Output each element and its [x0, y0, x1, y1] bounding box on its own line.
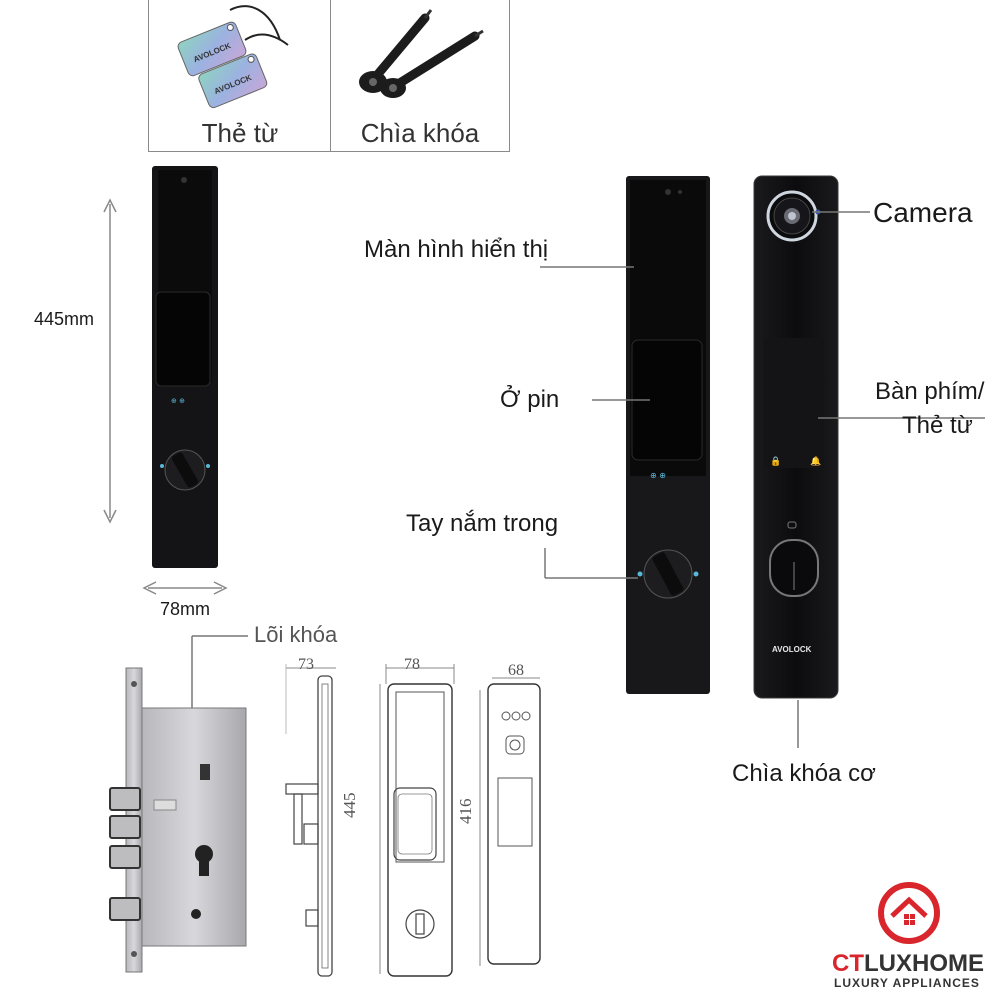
svg-text:🔔: 🔔 — [810, 456, 821, 467]
back-view-drawing — [479, 677, 541, 966]
svg-text:🔒: 🔒 — [770, 456, 781, 467]
front-panel-image: 🔒 🔔 AVOLOCK — [753, 175, 839, 699]
callout-mechanical-key: Chìa khóa cơ — [732, 760, 876, 787]
svg-text:⊕ ⊕: ⊕ ⊕ — [171, 397, 185, 405]
mechanical-key-label: Chìa khóa — [360, 118, 480, 148]
callout-lock-core: Lõi khóa — [254, 622, 338, 647]
rear-panel-image: ⊕ ⊕ — [626, 176, 710, 694]
dim-front-height: 445 — [340, 792, 359, 819]
dim-side-depth: 73 — [298, 656, 314, 673]
callout-keypad-line1: Bàn phím/ — [875, 378, 985, 405]
accessories-divider — [330, 0, 331, 152]
key-card-image: AVOLOCK AVOLOCK — [177, 5, 289, 109]
width-dimension-label: 78mm — [160, 599, 211, 619]
callout-display: Màn hình hiển thị — [364, 236, 549, 263]
dim-back-width: 68 — [508, 662, 524, 679]
callout-keypad-line2: Thẻ từ — [902, 412, 973, 439]
technical-drawings — [285, 664, 541, 977]
svg-text:⊕ ⊕: ⊕ ⊕ — [650, 471, 666, 480]
side-view-drawing — [285, 664, 336, 977]
dim-front-width: 78 — [404, 656, 420, 673]
accessories-frame — [148, 0, 510, 152]
brand-name-ct: CT — [832, 950, 864, 977]
key-card-label: Thẻ từ — [201, 118, 279, 148]
mechanical-keys-image — [359, 9, 484, 98]
front-panel-brand: AVOLOCK — [772, 645, 812, 654]
brand-name-luxhome: LUXHOME — [864, 950, 984, 977]
device-dimension-view: ⊕ ⊕ — [103, 166, 228, 595]
brand-name: CTLUXHOME — [832, 950, 984, 978]
house-logo-icon — [878, 882, 940, 944]
dim-back-height: 416 — [456, 798, 475, 825]
brand-tagline: LUXURY APPLIANCES — [834, 976, 980, 990]
height-dimension-label: 445mm — [34, 309, 95, 329]
mortise-lock-image — [109, 667, 247, 973]
front-view-drawing — [379, 664, 455, 977]
callout-camera: Camera — [873, 197, 973, 228]
callout-battery: Ở pin — [500, 386, 560, 413]
callout-inner-handle: Tay nắm trong — [406, 510, 559, 537]
